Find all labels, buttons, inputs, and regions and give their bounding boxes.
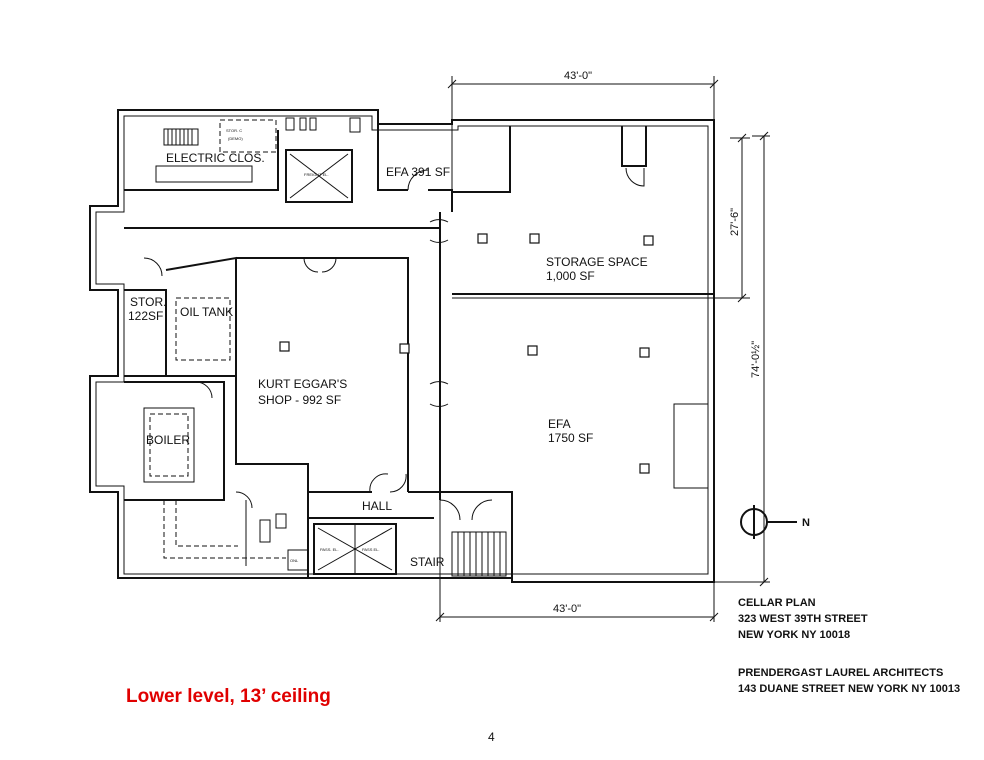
title-line-2: 323 WEST 39TH STREET <box>738 613 868 625</box>
room-efa-area: 1750 SF <box>548 431 593 445</box>
room-hall: HALL <box>362 499 392 513</box>
svg-text:STOR. C: STOR. C <box>226 128 242 133</box>
room-shop-area: SHOP - 992 SF <box>258 393 341 407</box>
room-stair: STAIR <box>410 555 445 569</box>
room-boiler: BOILER <box>146 433 190 447</box>
svg-text:FREIGHT EL.: FREIGHT EL. <box>304 172 329 177</box>
dimension-bottom: 43'-0" <box>553 603 581 615</box>
svg-text:(DEMO): (DEMO) <box>228 136 243 141</box>
title-line-5: 143 DUANE STREET NEW YORK NY 10013 <box>738 683 960 695</box>
dimension-top: 43'-0" <box>564 70 592 82</box>
svg-text:PASS. EL.: PASS. EL. <box>320 547 339 552</box>
room-efa-name: EFA <box>548 417 571 431</box>
title-block: CELLAR PLAN 323 WEST 39TH STREET NEW YOR… <box>738 597 960 695</box>
interior-walls: STOR. C (DEMO) FREIGHT EL. <box>124 117 714 578</box>
room-storage-name: STORAGE SPACE <box>546 255 648 269</box>
room-stor-area: 122SF <box>128 309 163 323</box>
dimension-lines: 43'-0" 43'-0" 27'-6" 74'-0½" <box>435 70 770 622</box>
room-electric-closet: ELECTRIC CLOS. <box>166 151 265 165</box>
caption: Lower level, 13’ ceiling <box>126 686 331 707</box>
title-line-1: CELLAR PLAN <box>738 597 816 609</box>
title-line-4: PRENDERGAST LAUREL ARCHITECTS <box>738 667 943 679</box>
north-arrow-icon: N <box>740 505 810 539</box>
room-labels: ELECTRIC CLOS. EFA 391 SF STORAGE SPACE … <box>128 151 648 569</box>
svg-text:ONL: ONL <box>290 558 299 563</box>
exterior-walls <box>89 109 715 583</box>
room-shop-name: KURT EGGAR'S <box>258 377 347 391</box>
room-stor-name: STOR. <box>130 295 166 309</box>
room-efa-391: EFA 391 SF <box>386 165 450 179</box>
north-label: N <box>802 517 810 529</box>
room-storage-area: 1,000 SF <box>546 269 595 283</box>
dimension-right-full: 74'-0½" <box>750 341 762 378</box>
room-oil-tank: OIL TANK <box>180 305 233 319</box>
title-line-3: NEW YORK NY 10018 <box>738 629 850 641</box>
dimension-right-upper: 27'-6" <box>729 208 741 236</box>
page-number: 4 <box>488 730 495 744</box>
svg-text:PASS EL.: PASS EL. <box>362 547 380 552</box>
structural-columns <box>279 233 654 474</box>
